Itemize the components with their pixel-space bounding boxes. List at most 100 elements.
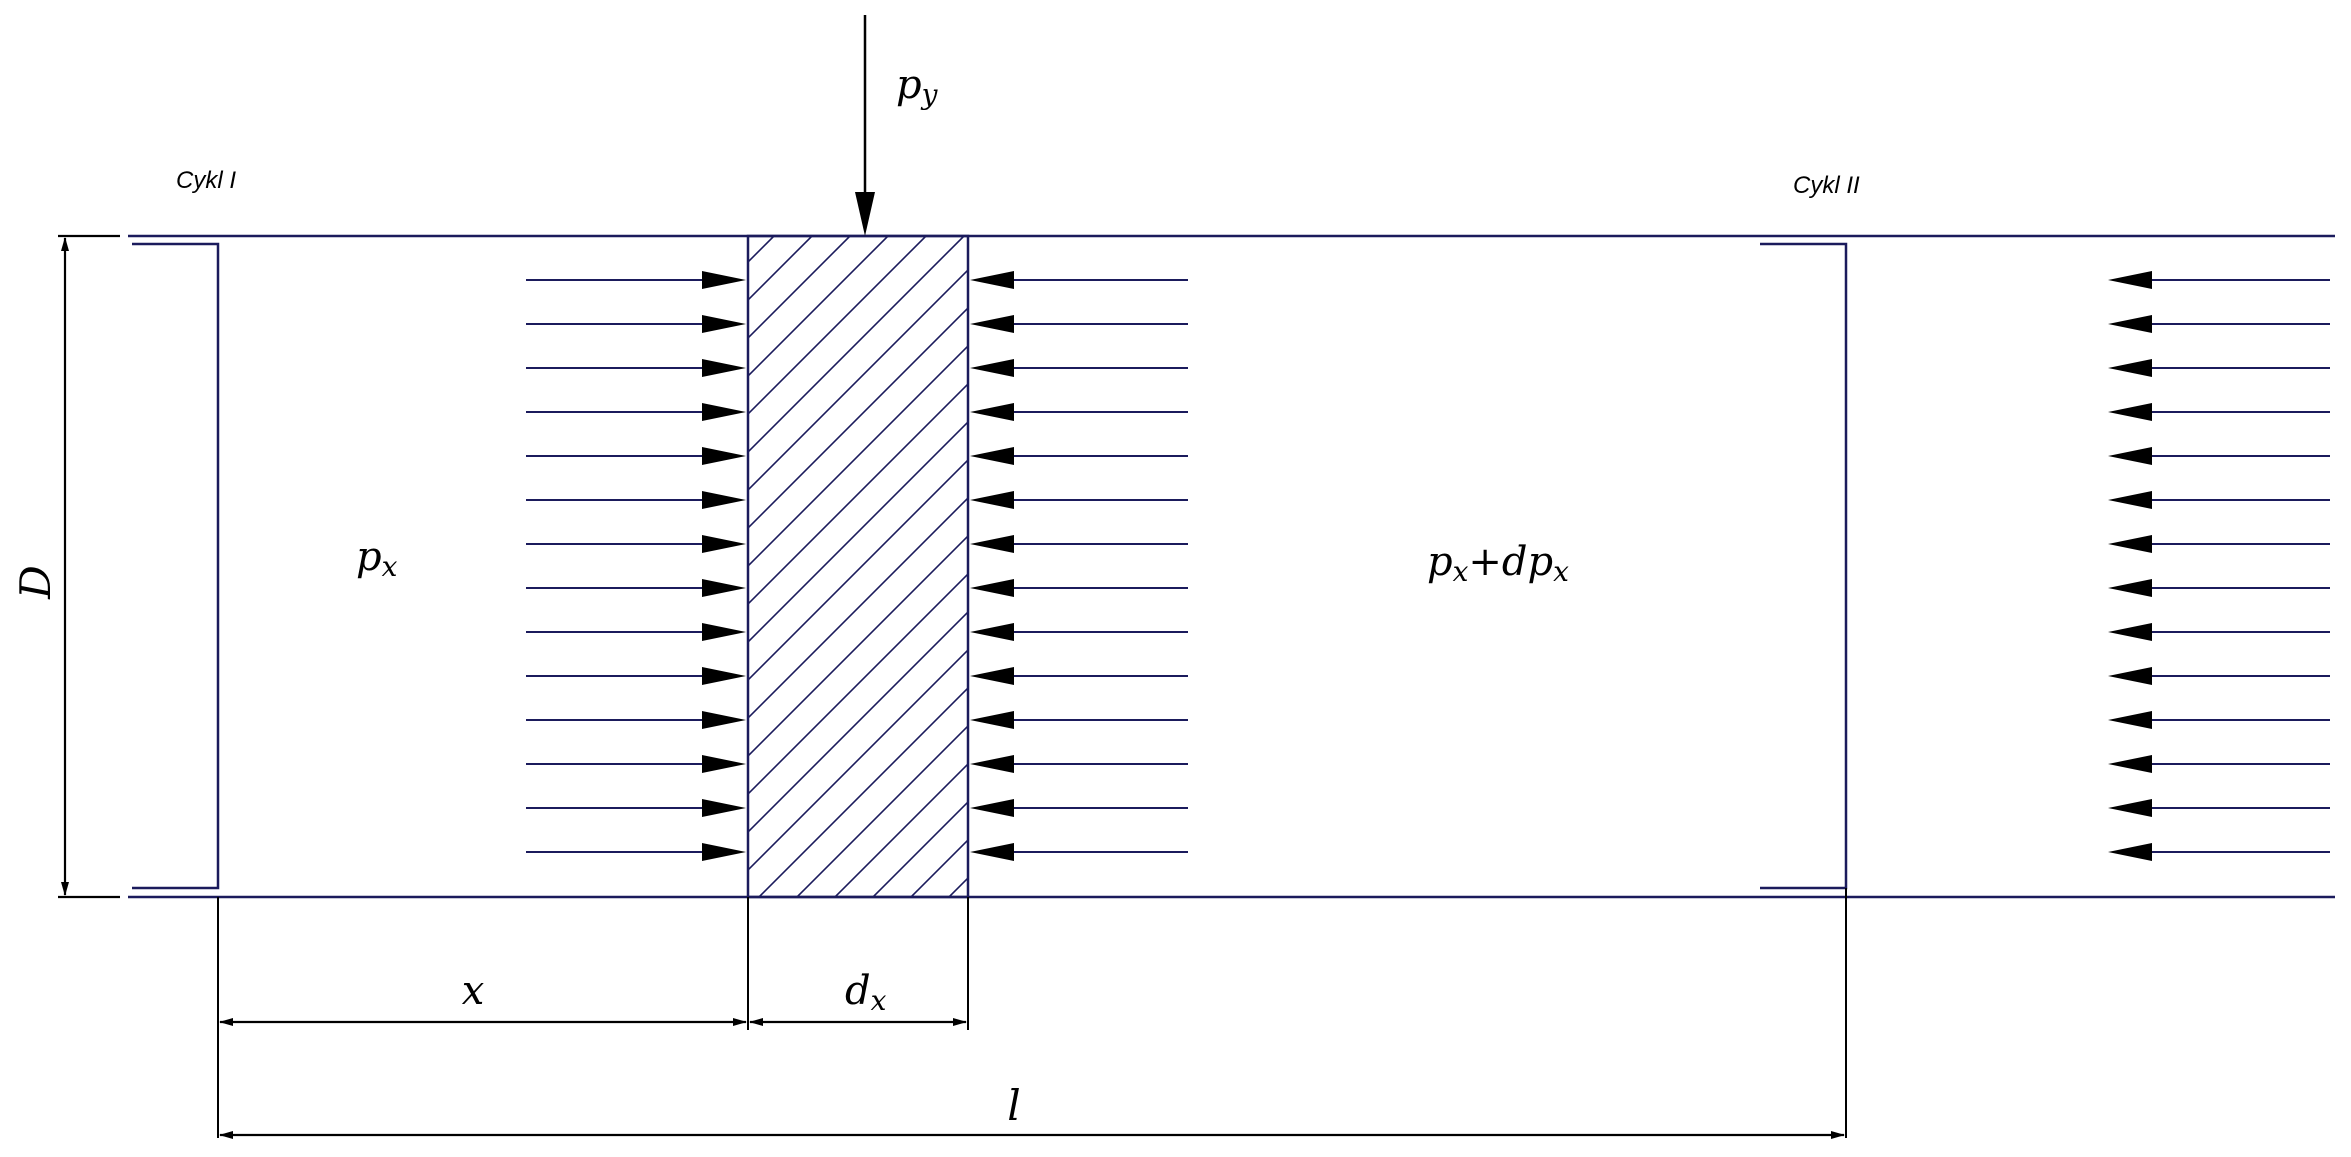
piston-brackets [132,242,1848,890]
pressure-arrow-left-head [702,843,746,861]
label-p-x-dp-sub2: x [1553,555,1569,588]
pressure-arrow-right-head [2108,579,2152,597]
hatch-line [75,236,736,897]
pressure-arrow-right-head [2108,711,2152,729]
label-dim-dx-base: d [845,968,871,1014]
pressure-arrow-middle-head [970,535,1014,553]
label-cycle-1: Cykl I [176,167,236,194]
hatch-line [0,236,660,897]
label-p-x-base: p [356,534,382,580]
pressure-arrow-left-head [702,271,746,289]
pressure-arrow-middle-head [970,271,1014,289]
hatch-line [748,572,968,796]
hatch-line [748,344,968,568]
label-dim-l: l [1007,1081,1020,1130]
pressure-arrow-right-head [2108,315,2152,333]
pressure-arrow-left-head [702,623,746,641]
vertical-load [855,15,875,236]
hatch-line [0,236,508,897]
dimension-D [58,234,120,899]
hatch-line [834,762,968,897]
hatch-line [748,306,968,530]
pressure-arrow-right-head [2108,623,2152,641]
label-dim-dx: dx [845,968,887,1017]
hatch-line [748,268,968,492]
pressure-arrow-middle-head [970,799,1014,817]
pressure-arrow-right-head [2108,755,2152,773]
pipe-walls [128,234,2335,899]
pressure-arrow-right-head [2108,359,2152,377]
hatch-line [748,236,927,416]
label-p-y: py [896,62,939,111]
pressure-arrow-right-head [2108,447,2152,465]
hatch-line [0,236,546,897]
label-p-y-base: p [896,62,922,108]
pressure-arrow-right-head [2108,271,2152,289]
pressure-arrow-right-head [2108,843,2152,861]
hatch-line [0,236,622,897]
pressure-arrow-middle-head [970,579,1014,597]
piston-right-bracket [1760,242,1848,890]
hatch-line [748,458,968,682]
hatch-line [748,496,968,720]
pressure-arrow-middle-head [970,315,1014,333]
hatch-line [0,236,584,897]
pressure-arrow-middle-head [970,755,1014,773]
vertical-load-arrowhead [855,192,875,236]
label-dim-D: D [11,565,60,600]
fluid-element-hatching [0,236,968,897]
pressure-arrow-left-head [702,315,746,333]
pressure-arrow-right-head [2108,403,2152,421]
pressure-arrow-middle-head [970,667,1014,685]
label-dim-x: x [462,968,485,1014]
pressure-arrow-middle-head [970,403,1014,421]
pressure-arrow-middle-head [970,447,1014,465]
pressure-arrow-middle-head [970,491,1014,509]
label-dim-dx-sub: x [871,984,887,1017]
label-p-x-dp-op: +dp [1468,539,1553,585]
pressure-arrow-left-head [702,447,746,465]
hatch-line [748,236,851,340]
pressure-arrow-left-head [702,359,746,377]
pressure-arrows-right [2108,271,2330,861]
label-cycle-2: Cykl II [1793,172,1860,199]
pressure-arrow-middle-head [970,711,1014,729]
label-p-y-sub: y [920,78,939,111]
pressure-arrow-left-head [702,579,746,597]
label-p-x-dp-base1: p [1427,539,1453,585]
fluid-element [0,234,970,899]
pressure-arrow-right-head [2108,667,2152,685]
hatch-line [748,236,889,378]
pressure-arrow-left-head [702,711,746,729]
pressure-arrow-right-head [2108,535,2152,553]
pressure-arrow-left-head [702,535,746,553]
hatch-line [748,236,775,264]
hatch-line [796,724,968,897]
pressure-arrow-left-head [702,667,746,685]
pressure-arrow-middle-head [970,359,1014,377]
pressure-arrow-middle-head [970,623,1014,641]
dimension-extensions [217,888,1847,1138]
pressure-arrow-middle-head [970,843,1014,861]
hatch-line [748,648,968,872]
pressure-arrows-left [526,271,746,861]
pressure-arrow-right-head [2108,799,2152,817]
pressure-arrow-left-head [702,403,746,421]
label-p-x-dp-sub1: x [1453,555,1469,588]
hatch-line [748,236,813,302]
label-p-x: px [356,534,398,583]
label-p-x-sub: x [382,550,398,583]
pressure-arrow-left-head [702,755,746,773]
hatch-line [748,610,968,834]
piston-left-bracket [132,242,220,890]
label-p-x-plus-dp-x: px+dpx [1427,539,1569,588]
hatch-line [748,534,968,758]
pressure-arrow-left-head [702,491,746,509]
hatch-line [748,420,968,644]
hatch-line [758,686,968,897]
pressure-arrow-left-head [702,799,746,817]
pressure-arrows-middle [970,271,1188,861]
hatch-line [748,382,968,606]
pressure-arrow-right-head [2108,491,2152,509]
